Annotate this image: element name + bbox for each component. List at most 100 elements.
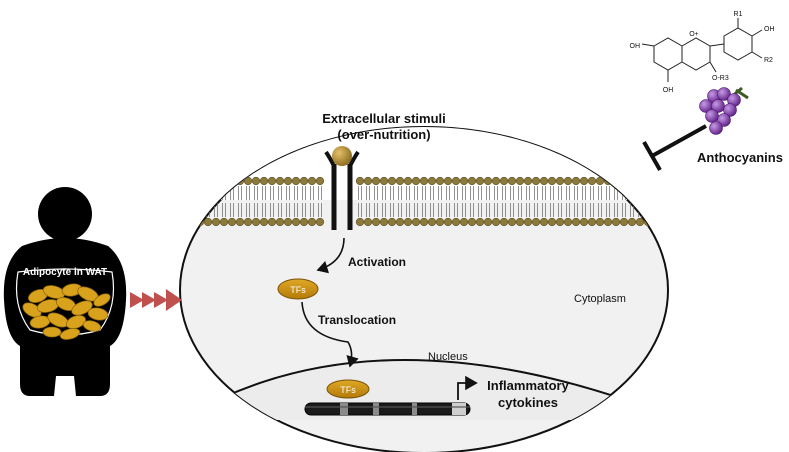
adipocyte-cell: [71, 300, 93, 316]
lipid-head: [603, 176, 613, 186]
lipid-head: [467, 176, 477, 186]
lipid-head: [515, 217, 525, 227]
adipocyte-cell: [87, 307, 109, 321]
lipid-head: [203, 217, 213, 227]
lipid-head: [259, 217, 269, 227]
lipid-head: [443, 176, 453, 186]
cytoplasm-label: Cytoplasm: [574, 293, 626, 305]
lipid-head: [180, 217, 181, 227]
dna-strand: [304, 402, 471, 416]
lipid-head: [659, 176, 668, 186]
lipid-head: [651, 217, 661, 227]
lipid-head: [219, 176, 229, 186]
lipid-head: [491, 217, 501, 227]
lipid-head: [259, 176, 269, 186]
lipid-head: [371, 217, 381, 227]
adipocyte-cell: [93, 293, 111, 307]
grape-berry: [717, 87, 731, 101]
transcription-arrow: [457, 375, 478, 400]
lipid-head: [411, 217, 421, 227]
tf-nucleus: TFs: [326, 379, 370, 399]
grape-berry: [709, 121, 723, 135]
lipid-head: [499, 217, 509, 227]
nucleus-label: Nucleus: [428, 351, 468, 363]
adipocyte-cell: [66, 315, 86, 329]
adipocyte-cell: [82, 320, 102, 332]
adipocyte-cell: [42, 326, 62, 338]
lipid-head: [651, 176, 661, 186]
activation-label: Activation: [348, 255, 406, 269]
lipid-head: [387, 176, 397, 186]
lipid-head: [307, 176, 317, 186]
lipid-head: [180, 176, 189, 186]
lipid-head: [299, 217, 309, 227]
lipid-head: [563, 176, 573, 186]
lipid-head: [395, 217, 405, 227]
lipid-head: [419, 217, 429, 227]
lipid-head: [275, 176, 285, 186]
obese-person-figure: Adipocyte in WAT: [3, 187, 127, 396]
grape-berry: [711, 99, 725, 113]
head: [38, 187, 92, 241]
lipid-head: [515, 176, 525, 186]
lipid-head: [371, 176, 381, 186]
atom-o-r3: O-R3: [712, 75, 729, 82]
lipid-head: [419, 176, 429, 186]
lipid-head: [267, 217, 277, 227]
lipid-head: [611, 176, 621, 186]
atom-r2: R2: [764, 57, 773, 64]
lipid-head: [227, 217, 237, 227]
lipid-head: [627, 176, 637, 186]
lipid-head: [435, 217, 445, 227]
lipid-head: [579, 217, 589, 227]
lipid-head: [643, 176, 653, 186]
lipid-head: [195, 176, 205, 186]
lipid-head: [459, 176, 469, 186]
lipid-head: [251, 176, 261, 186]
lipid-head: [203, 176, 213, 186]
inflammatory-label-line2: cytokines: [498, 395, 558, 410]
lipid-head: [619, 217, 629, 227]
lipid-head: [507, 176, 517, 186]
ring-a: [653, 37, 683, 71]
tf-cytoplasm: TFs: [277, 278, 319, 300]
atom-o-plus: O+: [689, 31, 699, 38]
lipid-head: [315, 176, 325, 186]
lipid-head: [299, 176, 309, 186]
ring-b: [723, 27, 753, 61]
lipid-head: [379, 217, 389, 227]
lipid-head: [379, 176, 389, 186]
cell: [179, 126, 669, 452]
adipocyte-label: Adipocyte in WAT: [23, 267, 107, 278]
stimulus-ligand: [332, 146, 352, 166]
lipid-head: [355, 217, 365, 227]
tf-cytoplasm-label: TFs: [290, 285, 306, 295]
lipid-head: [587, 217, 597, 227]
lipid-head: [187, 217, 197, 227]
lipid-head: [579, 176, 589, 186]
lipid-head: [555, 217, 565, 227]
translocation-arrow: [301, 301, 359, 368]
lipid-head: [291, 217, 301, 227]
lipid-head: [563, 217, 573, 227]
lipid-head: [219, 217, 229, 227]
lipid-head: [659, 217, 668, 227]
membrane-receptor: [324, 146, 360, 230]
anthocyanins-label: Anthocyanins: [697, 150, 783, 165]
lipid-head: [595, 176, 605, 186]
lipid-head: [547, 217, 557, 227]
anthocyanin-structure: [641, 18, 763, 82]
lipid-head: [243, 217, 253, 227]
lipid-head: [531, 176, 541, 186]
lipid-head: [459, 217, 469, 227]
atom-r1: R1: [734, 11, 743, 18]
lipid-head: [587, 176, 597, 186]
lipid-head: [603, 217, 613, 227]
lipid-head: [635, 217, 645, 227]
lipid-head: [483, 176, 493, 186]
lipid-head: [427, 217, 437, 227]
lipid-head: [315, 217, 325, 227]
tf-nucleus-label: TFs: [340, 385, 356, 395]
lipid-head: [451, 176, 461, 186]
